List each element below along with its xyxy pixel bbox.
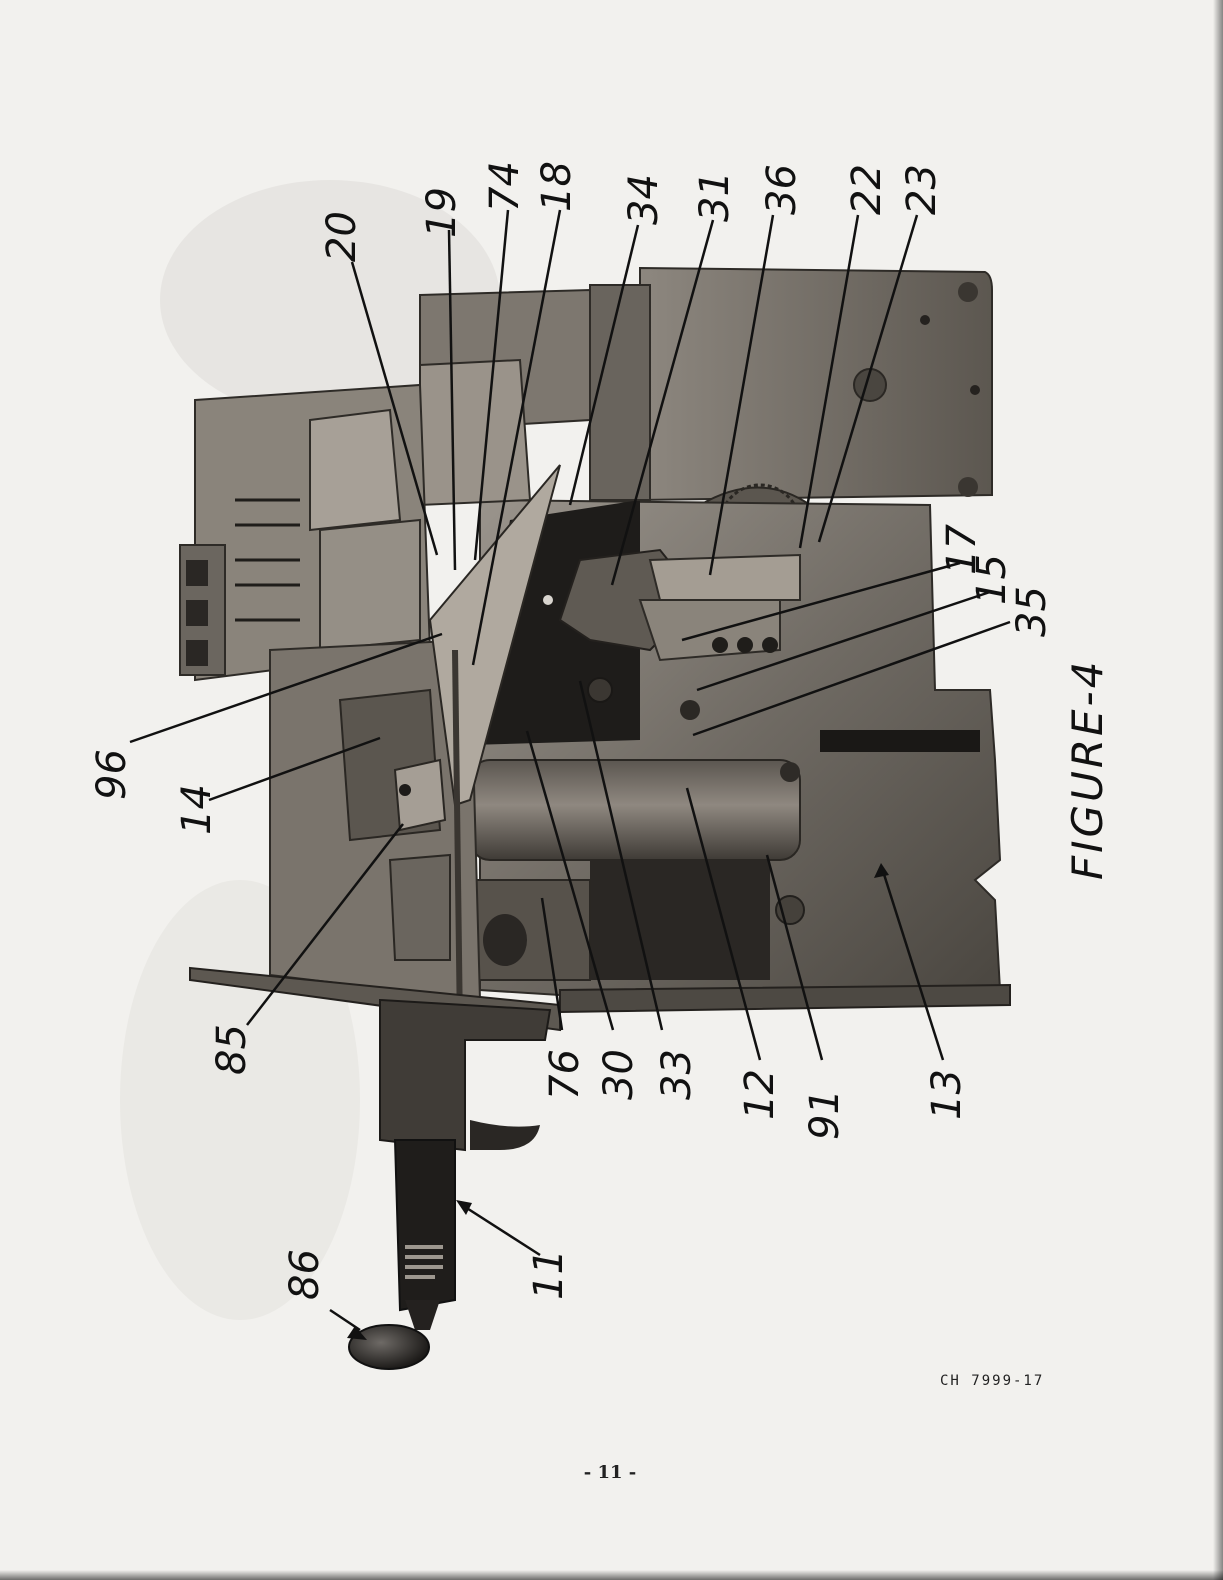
page-number: - 11 - <box>560 1462 660 1483</box>
callout-30: 30 <box>596 1049 642 1100</box>
figure-title: FIGURE-4 <box>1063 659 1112 880</box>
callout-13: 13 <box>924 1069 970 1120</box>
callout-14: 14 <box>174 784 220 835</box>
callout-22: 22 <box>844 164 890 215</box>
callout-23: 23 <box>899 164 945 215</box>
callout-91: 91 <box>802 1089 848 1140</box>
callout-12: 12 <box>737 1069 783 1120</box>
scan-edge-right <box>1213 0 1223 1580</box>
callout-86: 86 <box>282 1249 328 1300</box>
callout-74: 74 <box>482 161 528 212</box>
scan-edge-bottom <box>0 1570 1223 1580</box>
callout-34: 34 <box>621 174 667 225</box>
callout-36: 36 <box>759 164 805 215</box>
callout-96: 96 <box>89 749 135 800</box>
callout-11: 11 <box>526 1249 572 1300</box>
callout-19: 19 <box>419 187 465 238</box>
callout-31: 31 <box>692 171 738 222</box>
callout-85: 85 <box>209 1024 255 1075</box>
callout-35: 35 <box>1009 586 1055 637</box>
drawing-reference-number: CH 7999-17 <box>940 1373 1044 1389</box>
callout-18: 18 <box>534 161 580 212</box>
callout-20: 20 <box>319 211 365 262</box>
callout-33: 33 <box>654 1049 700 1100</box>
callout-76: 76 <box>542 1049 588 1100</box>
